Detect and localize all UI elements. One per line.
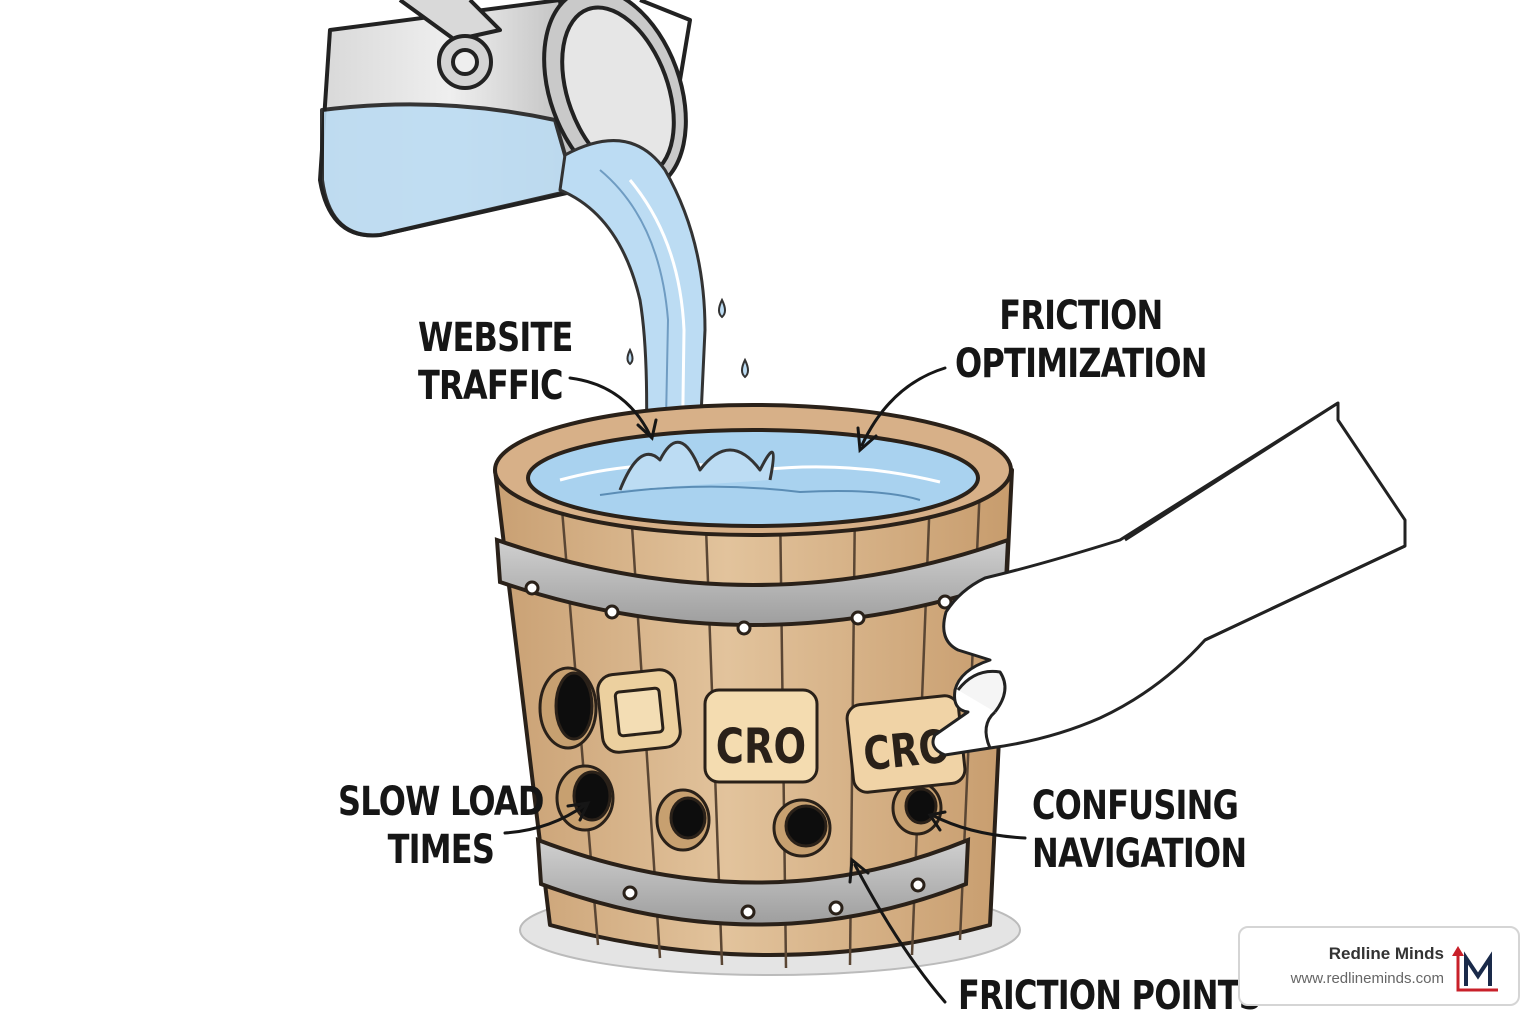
metal-bands bbox=[494, 537, 1011, 927]
hand bbox=[931, 401, 1407, 757]
label-slow-load-times: SLOW LOAD TIMES bbox=[338, 779, 544, 873]
label-website-traffic: WEBSITE TRAFFIC bbox=[418, 315, 573, 409]
cro-patch-center: CRO bbox=[703, 688, 819, 784]
branding-box: Redline Minds www.redlineminds.com bbox=[1238, 926, 1520, 1006]
annotation-arrows bbox=[503, 366, 1027, 1004]
label-friction-optimization: FRICTION OPTIMIZATION bbox=[955, 293, 1208, 387]
arrow-website-traffic bbox=[568, 376, 652, 437]
arrow-friction-points bbox=[853, 863, 947, 1004]
arrow-friction-optimization bbox=[860, 366, 947, 447]
pitcher bbox=[318, 0, 692, 238]
brand-url: www.redlineminds.com bbox=[1290, 970, 1444, 987]
blank-patch bbox=[596, 668, 682, 754]
label-friction-points: FRICTION POINTS bbox=[958, 973, 1262, 1019]
cro-patch-center-label: CRO bbox=[716, 720, 806, 775]
label-confusing-navigation: CONFUSING NAVIGATION bbox=[1032, 783, 1247, 877]
brand-name: Redline Minds bbox=[1328, 944, 1444, 963]
arrow-slow-load-times bbox=[503, 803, 587, 835]
redline-minds-logo-icon bbox=[1452, 946, 1498, 992]
arrow-confusing-navigation bbox=[930, 813, 1027, 840]
